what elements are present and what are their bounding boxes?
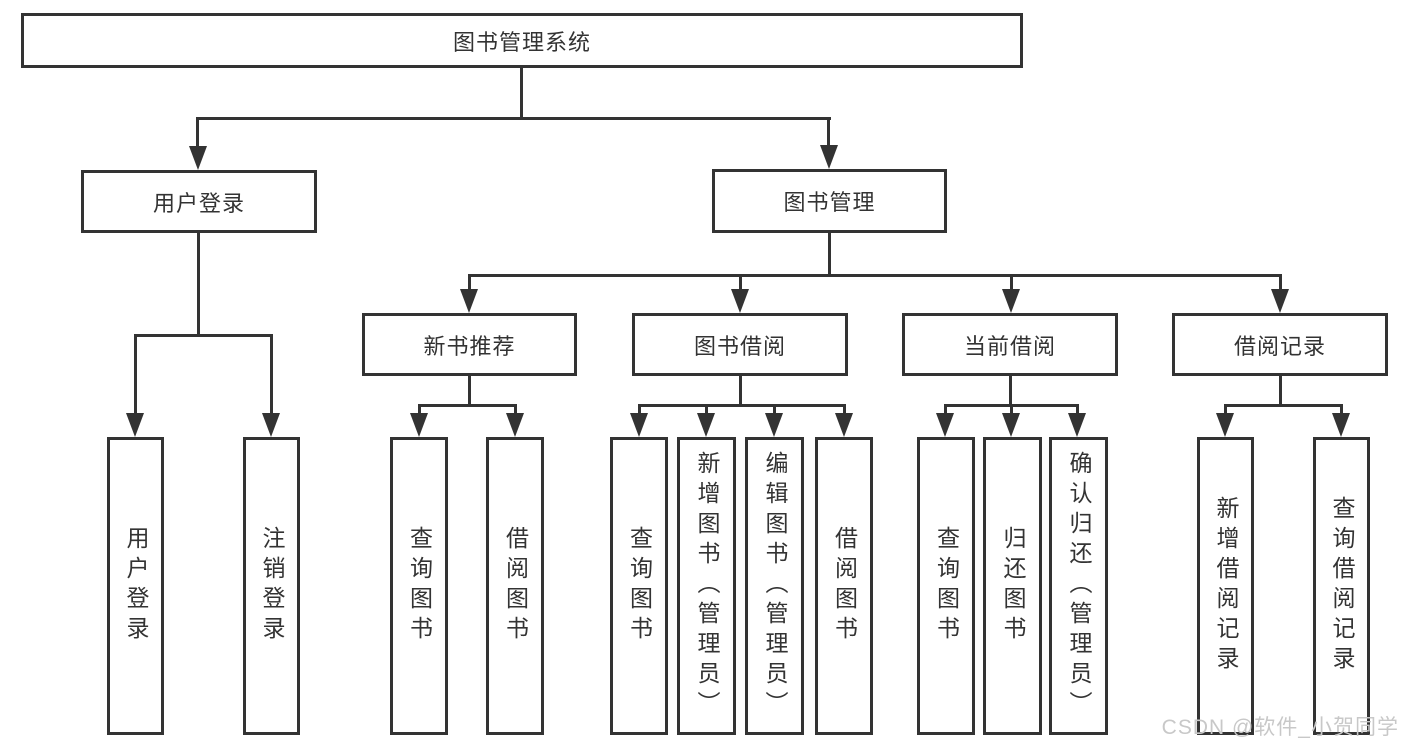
connector-drop-borrow-records bbox=[1279, 274, 1282, 293]
arrow-down-icon bbox=[731, 289, 749, 313]
arrow-down-icon bbox=[1271, 289, 1289, 313]
connector-drop bbox=[843, 404, 846, 417]
arrow-down-icon bbox=[1002, 413, 1020, 437]
connector-borrow-records-branch bbox=[1224, 404, 1341, 407]
arrow-down-icon bbox=[460, 289, 478, 313]
leaf-logout: 注销登录 bbox=[243, 437, 300, 735]
leaf-query-books-recommend: 查询图书 bbox=[390, 437, 448, 735]
leaf-label: 归还图书 bbox=[1000, 526, 1026, 646]
connector-book-mgmt-branch bbox=[468, 274, 1281, 277]
connector-drop-new-book bbox=[468, 274, 471, 293]
arrow-down-icon bbox=[410, 413, 428, 437]
node-root-label: 图书管理系统 bbox=[452, 29, 591, 55]
connector-drop-leaf-logout bbox=[270, 334, 273, 413]
arrow-down-icon bbox=[126, 413, 144, 437]
node-borrow-records-label: 借阅记录 bbox=[1233, 333, 1326, 359]
node-book-borrow: 图书借阅 bbox=[632, 313, 848, 376]
arrow-down-icon bbox=[189, 146, 207, 170]
leaf-query-books-borrow: 查询图书 bbox=[610, 437, 668, 735]
connector-new-book-branch bbox=[418, 404, 516, 407]
leaf-return-books: 归还图书 bbox=[983, 437, 1042, 735]
connector-drop bbox=[1076, 404, 1079, 417]
leaf-borrow-books-recommend: 借阅图书 bbox=[486, 437, 544, 735]
node-book-management-label: 图书管理 bbox=[783, 190, 876, 215]
leaf-add-books-admin: 新增图书（管理员） bbox=[677, 437, 736, 735]
leaf-user-login: 用户登录 bbox=[107, 437, 164, 735]
connector-drop bbox=[638, 404, 641, 417]
connector-drop-user-login bbox=[196, 117, 199, 146]
leaf-label: 新增借阅记录 bbox=[1213, 496, 1239, 676]
leaf-label: 确认归还（管理员） bbox=[1066, 451, 1092, 721]
arrow-down-icon bbox=[835, 413, 853, 437]
leaf-query-borrow-record: 查询借阅记录 bbox=[1313, 437, 1370, 735]
node-root: 图书管理系统 bbox=[21, 13, 1023, 68]
arrow-down-icon bbox=[697, 413, 715, 437]
connector-drop bbox=[944, 404, 947, 417]
connector-drop-book-borrow bbox=[739, 274, 742, 293]
arrow-down-icon bbox=[1002, 289, 1020, 313]
leaf-label: 注销登录 bbox=[259, 526, 285, 646]
leaf-query-books-current: 查询图书 bbox=[917, 437, 975, 735]
node-borrow-records: 借阅记录 bbox=[1172, 313, 1388, 376]
connector-root-stem bbox=[520, 66, 523, 119]
arrow-down-icon bbox=[1216, 413, 1234, 437]
node-user-login-label: 用户登录 bbox=[152, 190, 245, 216]
connector-book-mgmt-stem bbox=[828, 233, 831, 277]
node-book-management: 图书管理 bbox=[712, 169, 947, 233]
arrow-down-icon bbox=[1332, 413, 1350, 437]
connector-user-login-branch bbox=[134, 334, 273, 337]
leaf-add-borrow-record: 新增借阅记录 bbox=[1197, 437, 1254, 735]
arrow-down-icon bbox=[936, 413, 954, 437]
leaf-label: 借阅图书 bbox=[502, 526, 529, 646]
leaf-label: 借阅图书 bbox=[831, 526, 858, 646]
leaf-label: 编辑图书（管理员） bbox=[762, 451, 788, 721]
leaf-borrow-books: 借阅图书 bbox=[815, 437, 873, 735]
connector-drop bbox=[418, 404, 421, 417]
arrow-down-icon bbox=[630, 413, 648, 437]
node-book-borrow-label: 图书借阅 bbox=[693, 333, 786, 359]
leaf-confirm-return-admin: 确认归还（管理员） bbox=[1049, 437, 1108, 735]
connector-drop-leaf-login bbox=[134, 334, 137, 413]
leaf-edit-books-admin: 编辑图书（管理员） bbox=[745, 437, 804, 735]
leaf-label: 用户登录 bbox=[123, 526, 149, 646]
connector-drop bbox=[1224, 404, 1227, 417]
leaf-label: 查询图书 bbox=[626, 526, 653, 646]
connector-drop bbox=[514, 404, 517, 417]
connector-drop bbox=[773, 404, 776, 417]
connector-drop bbox=[1010, 404, 1013, 417]
connector-user-login-stem bbox=[197, 233, 200, 336]
arrow-down-icon bbox=[820, 145, 838, 169]
arrow-down-icon bbox=[765, 413, 783, 437]
connector-book-borrow-stem bbox=[739, 375, 742, 406]
leaf-label: 查询借阅记录 bbox=[1329, 496, 1355, 676]
node-new-book-recommend-label: 新书推荐 bbox=[423, 333, 516, 359]
connector-borrow-records-stem bbox=[1279, 375, 1282, 406]
node-current-borrow: 当前借阅 bbox=[902, 313, 1118, 376]
connector-new-book-stem bbox=[468, 375, 471, 406]
connector-drop-book-mgmt bbox=[827, 117, 830, 145]
connector-book-borrow-branch bbox=[638, 404, 845, 407]
leaf-label: 新增图书（管理员） bbox=[694, 451, 720, 721]
connector-drop-current-borrow bbox=[1010, 274, 1013, 293]
arrow-down-icon bbox=[1068, 413, 1086, 437]
node-current-borrow-label: 当前借阅 bbox=[963, 333, 1056, 359]
node-new-book-recommend: 新书推荐 bbox=[362, 313, 577, 376]
watermark: CSDN @软件_小贺同学 bbox=[1161, 716, 1399, 739]
leaf-label: 查询图书 bbox=[406, 526, 433, 646]
connector-current-borrow-stem bbox=[1009, 375, 1012, 406]
connector-root-branch bbox=[197, 117, 831, 120]
node-user-login: 用户登录 bbox=[81, 170, 317, 233]
connector-drop bbox=[1340, 404, 1343, 417]
arrow-down-icon bbox=[506, 413, 524, 437]
arrow-down-icon bbox=[262, 413, 280, 437]
connector-drop bbox=[705, 404, 708, 417]
leaf-label: 查询图书 bbox=[933, 526, 960, 646]
